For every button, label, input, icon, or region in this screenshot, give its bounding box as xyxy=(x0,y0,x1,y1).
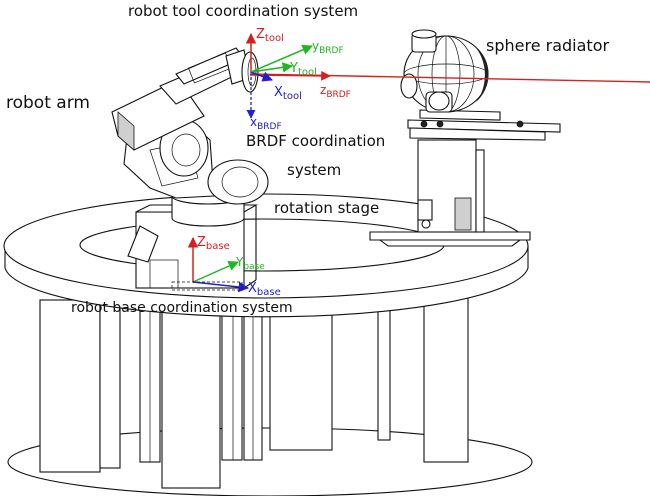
tool-z-label: Ztool xyxy=(256,27,284,44)
sphere-bottom-port-face xyxy=(428,91,450,111)
base-z-label: Zbase xyxy=(197,235,230,252)
stage-base-plate xyxy=(378,239,522,247)
robot-elbow-joint-inner xyxy=(221,166,259,198)
robot-upper-arm xyxy=(117,111,135,151)
stage-bolt xyxy=(516,120,524,128)
platform-leg xyxy=(423,291,469,463)
stage-top-plate xyxy=(409,127,546,141)
base-x-axis xyxy=(192,281,250,293)
base-frame-plate xyxy=(171,281,243,291)
robot-elbow-joint xyxy=(207,159,269,205)
base-y-label: Ybase xyxy=(235,255,265,272)
platform-leg xyxy=(39,299,101,473)
stage-base-plate xyxy=(369,231,531,241)
sphere-shadow xyxy=(476,48,489,102)
sphere-radiator-label: sphere radiator xyxy=(486,36,609,55)
robot-cable-box xyxy=(149,259,179,289)
brdf-system-label-line1: BRDF coordination xyxy=(246,132,385,150)
brdf-z-label: zBRDF xyxy=(320,83,351,100)
platform-leg xyxy=(269,299,333,451)
base-x-label: Xbase xyxy=(248,281,281,298)
sphere-top-port-face xyxy=(411,29,437,39)
platform-leg xyxy=(377,299,391,441)
brdf-y-label: yBRDF xyxy=(312,39,344,56)
brdf-x-label: xBRDF xyxy=(250,115,282,132)
robot-cable xyxy=(127,225,159,263)
platform-leg xyxy=(221,299,243,461)
stage-column-side xyxy=(475,149,485,233)
tool-x-label: Xtool xyxy=(274,85,302,102)
stage-motor xyxy=(454,197,472,231)
base-y-axis xyxy=(192,261,239,283)
brdf-system-label-line2: system xyxy=(287,161,341,179)
robot-tool-system-label: robot tool coordination system xyxy=(128,2,358,20)
ring-top xyxy=(3,193,529,299)
robot-arm xyxy=(111,47,269,289)
sphere-radiator xyxy=(400,29,489,113)
tool-x-axis xyxy=(250,71,273,82)
stage-bolt xyxy=(421,219,431,229)
tool-y-axis xyxy=(250,62,294,73)
brdf-y-axis xyxy=(250,44,313,73)
stage-knob xyxy=(417,199,433,221)
rotation-stage xyxy=(369,109,561,247)
robot-base-system-label: robot base coordination system xyxy=(71,300,293,316)
robot-shoulder-joint-inner xyxy=(171,133,201,167)
robot-arm-label: robot arm xyxy=(6,93,90,113)
platform-leg xyxy=(161,299,221,489)
stage-bolt xyxy=(436,120,444,128)
platform-leg xyxy=(99,299,121,469)
stage-bolt xyxy=(420,120,428,128)
tool-y-label: Ytool xyxy=(289,61,317,78)
sphere-side-port xyxy=(400,73,418,99)
base-platform xyxy=(3,193,533,496)
rotation-stage-label: rotation stage xyxy=(274,199,379,217)
robot-tool-flange xyxy=(241,51,259,93)
